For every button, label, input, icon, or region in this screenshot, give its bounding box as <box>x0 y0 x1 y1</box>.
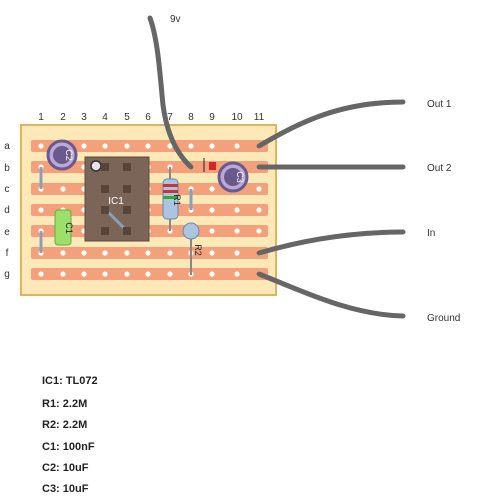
label-out1: Out 1 <box>427 99 452 110</box>
bom-r2: R2: 2.2M <box>42 419 88 431</box>
board-hole <box>234 228 240 234</box>
board-hole <box>124 143 130 149</box>
board-hole <box>209 250 215 256</box>
c1-capacitor: C1 <box>54 209 74 246</box>
board-hole <box>256 207 262 213</box>
board-hole <box>145 271 151 277</box>
board-hole <box>256 228 262 234</box>
ic1-pin1-marker <box>90 160 102 172</box>
ic1-pin <box>123 227 131 235</box>
label-ground: Ground <box>427 313 460 324</box>
board-hole <box>234 143 240 149</box>
board-hole <box>81 143 87 149</box>
ic1-pin <box>101 206 109 214</box>
wire-out1 <box>256 99 406 149</box>
label-9v: 9v <box>170 14 181 25</box>
wire-9v <box>147 15 194 170</box>
bom-r1: R1: 2.2M <box>42 398 88 410</box>
row-label: g <box>4 269 10 280</box>
ic1-pin <box>123 206 131 214</box>
board-hole <box>102 143 108 149</box>
row-label: e <box>4 227 10 238</box>
board-hole <box>145 250 151 256</box>
column-label: 10 <box>231 112 243 123</box>
ic1-label: IC1 <box>108 196 124 207</box>
label-out2: Out 2 <box>427 163 452 174</box>
row-label: c <box>5 184 10 195</box>
board-hole <box>234 207 240 213</box>
board-hole <box>145 143 151 149</box>
row-label: a <box>4 141 10 152</box>
board-hole <box>167 250 173 256</box>
board-hole <box>60 271 66 277</box>
track-cut-marker <box>209 162 216 170</box>
c2-capacitor: C2 <box>46 139 78 171</box>
column-label: 1 <box>38 112 44 123</box>
board-hole <box>209 186 215 192</box>
ic1-pin <box>123 163 131 171</box>
board-hole <box>188 143 194 149</box>
column-label: 2 <box>60 112 66 123</box>
bom-ic1: IC1: TL072 <box>42 375 98 387</box>
c3-capacitor: C3 <box>217 161 249 193</box>
board-hole <box>102 271 108 277</box>
r2-resistor: R2 <box>182 222 203 275</box>
board-hole <box>234 250 240 256</box>
board-hole <box>209 207 215 213</box>
ic1-pin <box>101 185 109 193</box>
row-label: f <box>6 248 9 259</box>
bom-c3: C3: 10uF <box>42 483 89 495</box>
board-hole <box>102 250 108 256</box>
board-hole <box>60 186 66 192</box>
row-labels: a b c d e f g <box>4 141 10 280</box>
board-hole <box>209 228 215 234</box>
board-hole <box>167 143 173 149</box>
column-label: 6 <box>145 112 151 123</box>
board-hole <box>38 271 44 277</box>
row-label: b <box>4 163 10 174</box>
board-hole <box>256 186 262 192</box>
board-hole <box>209 143 215 149</box>
column-label: 11 <box>254 112 265 123</box>
column-label: 7 <box>167 112 173 123</box>
column-label: 9 <box>209 112 215 123</box>
board-hole <box>124 250 130 256</box>
bom-c2: C2: 10uF <box>42 462 89 474</box>
label-in: In <box>427 228 435 239</box>
board-hole <box>81 271 87 277</box>
board-hole <box>124 271 130 277</box>
column-label: 5 <box>124 112 130 123</box>
board-hole <box>38 143 44 149</box>
board-hole <box>209 271 215 277</box>
r1-resistor: R1 <box>162 167 182 231</box>
ic1-pin <box>101 163 109 171</box>
wire-ground <box>256 271 406 319</box>
ic1-pin <box>123 185 131 193</box>
ic1-chip: IC1 <box>84 156 150 242</box>
board-hole <box>234 271 240 277</box>
ic1-pin <box>101 227 109 235</box>
row-label: d <box>4 205 10 216</box>
r2-label: R2 <box>193 244 203 256</box>
c1-label: C1 <box>64 222 74 234</box>
column-label: 4 <box>102 112 108 123</box>
board-hole <box>60 250 66 256</box>
c2-label: C2 <box>64 149 74 161</box>
column-labels: 1 2 3 4 5 6 7 8 9 10 11 <box>38 112 264 123</box>
r1-label: R1 <box>172 194 182 206</box>
board-hole <box>81 250 87 256</box>
c3-label: C3 <box>235 171 245 183</box>
board-hole <box>167 271 173 277</box>
column-label: 3 <box>81 112 87 123</box>
bom-c1: C1: 100nF <box>42 441 95 453</box>
board-hole <box>38 207 44 213</box>
column-label: 8 <box>188 112 194 123</box>
wire-in <box>256 229 406 256</box>
